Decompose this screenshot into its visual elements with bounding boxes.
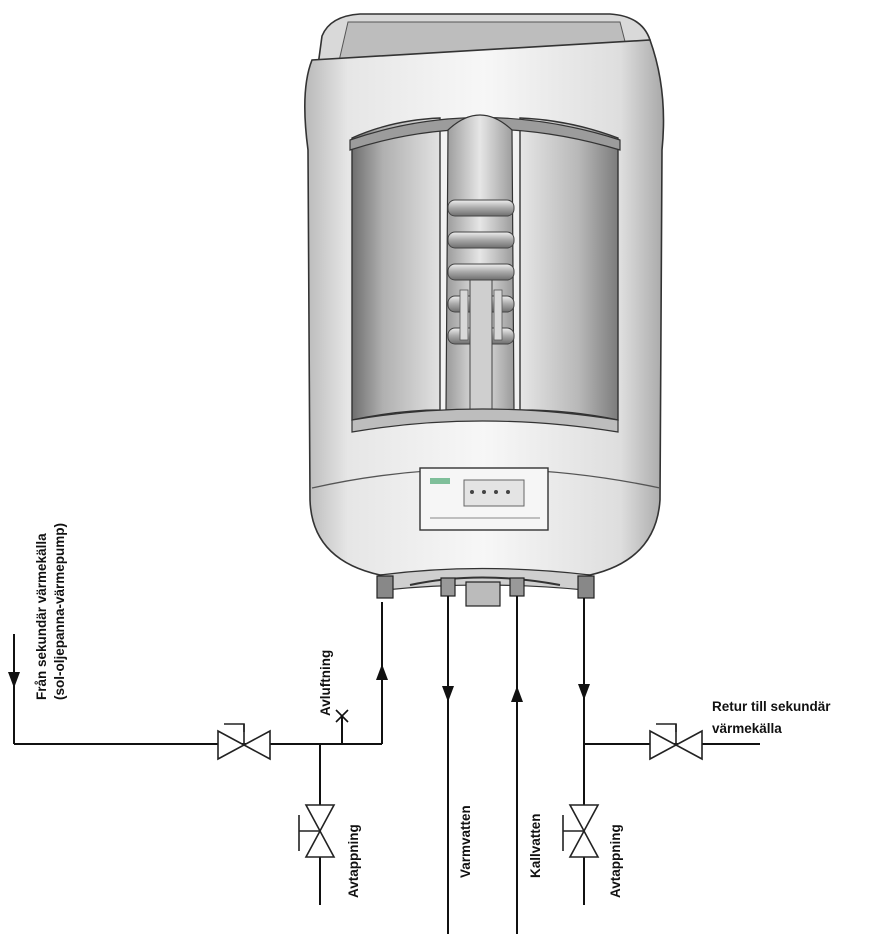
control-panel bbox=[419, 467, 549, 531]
label-return-line2: värmekälla bbox=[712, 721, 782, 736]
label-return-line1: Retur till sekundär bbox=[712, 699, 831, 714]
connector-cold bbox=[509, 577, 525, 597]
valve-return bbox=[649, 723, 703, 761]
valve-drain-right bbox=[562, 804, 600, 858]
arrow-down-source bbox=[8, 672, 20, 688]
arrow-down-return bbox=[578, 684, 590, 700]
connector-center bbox=[465, 581, 501, 607]
label-source-line1: Från sekundär värmekälla bbox=[34, 533, 49, 700]
arrow-up-inlet bbox=[376, 664, 388, 680]
arrow-down-hot bbox=[442, 686, 454, 702]
piping bbox=[8, 596, 760, 934]
connector-right bbox=[577, 575, 595, 599]
label-drain-left: Avtappning bbox=[346, 824, 361, 898]
connector-hot bbox=[440, 577, 456, 597]
insulation-right bbox=[519, 117, 619, 421]
insulation-left bbox=[351, 117, 441, 421]
arrow-up-cold bbox=[511, 686, 523, 702]
label-drain-right: Avtappning bbox=[608, 824, 623, 898]
label-vent: Avluftning bbox=[318, 650, 333, 716]
valve-inlet bbox=[217, 723, 271, 761]
heat-exchanger-coil bbox=[447, 199, 515, 411]
label-source-line2: (sol-oljepanna-värmepump) bbox=[52, 523, 67, 700]
valve-drain-left bbox=[298, 804, 336, 858]
water-heater-tank bbox=[304, 13, 665, 607]
label-hot-water: Varmvatten bbox=[458, 805, 473, 878]
connector-left bbox=[376, 575, 394, 599]
label-cold-water: Kallvatten bbox=[528, 813, 543, 878]
